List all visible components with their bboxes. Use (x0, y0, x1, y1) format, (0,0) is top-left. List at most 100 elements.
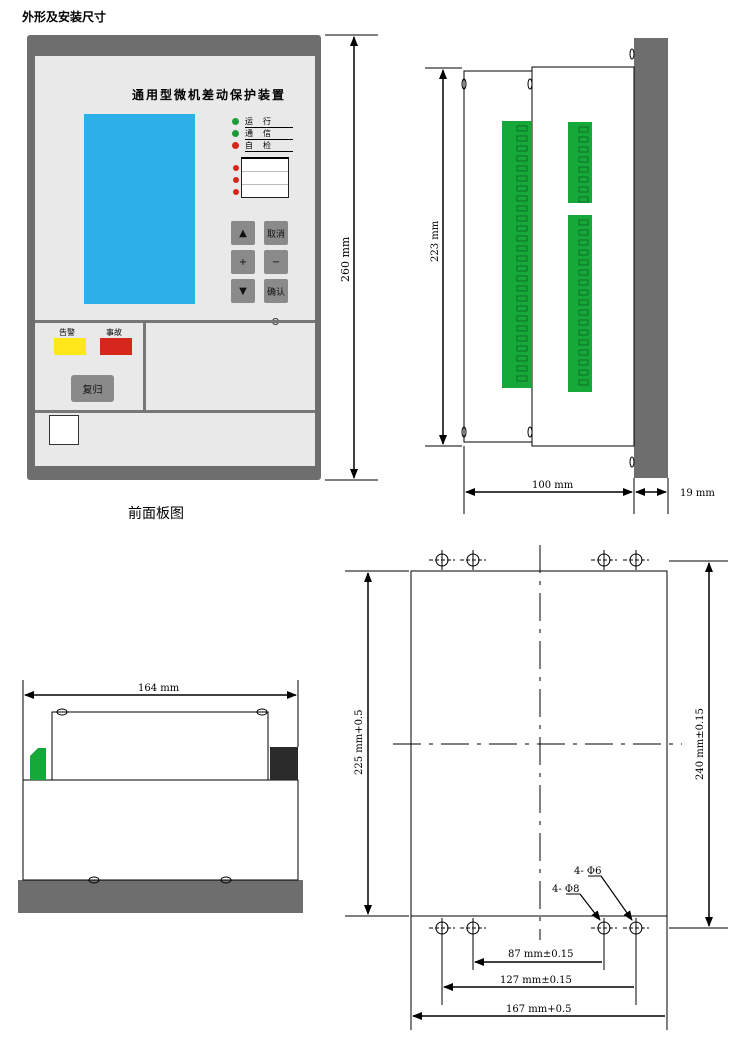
selftest-led-icon (232, 142, 239, 149)
hole6-label: 4- Φ6 (574, 866, 601, 877)
terminal-slot (578, 319, 589, 326)
terminal-slot (578, 309, 589, 316)
plus-key[interactable]: + (231, 250, 255, 274)
terminal-slot (578, 329, 589, 336)
terminal-slot (578, 166, 589, 173)
terminal-slot (578, 299, 589, 306)
terminal-slot (516, 205, 528, 212)
dim-87: 87 mm±0.15 (508, 949, 574, 960)
dim-225: 225 mm+0.5 (354, 709, 365, 775)
terminal-slot (516, 315, 528, 322)
terminal-slot (516, 295, 528, 302)
terminal-slot (516, 285, 528, 292)
alarm-lamp (54, 338, 86, 355)
front-panel-caption: 前面板图 (128, 506, 184, 522)
side-view: 223 mm 100 mm 19 mm (425, 38, 715, 514)
dim-167: 167 mm+0.5 (506, 1004, 572, 1015)
indicator-selftest: 自检 (232, 140, 293, 152)
cancel-key[interactable]: 取消 (264, 221, 288, 245)
terminal-slot (516, 325, 528, 332)
terminal-slot (578, 369, 589, 376)
page-title: 外形及安装尺寸 (22, 10, 107, 24)
terminal-slot (516, 165, 528, 172)
comm-port (49, 415, 79, 445)
terminal-slot (578, 219, 589, 226)
terminal-slot (516, 135, 528, 142)
down-key[interactable]: ▼ (231, 279, 255, 303)
dim-127: 127 mm±0.15 (500, 975, 572, 986)
terminal-slot (516, 235, 528, 242)
terminal-slot (516, 355, 528, 362)
terminal-slot (578, 349, 589, 356)
terminal-slot (516, 305, 528, 312)
side-terminal-block (568, 215, 592, 392)
terminal-slot (516, 245, 528, 252)
fault-label: 事故 (106, 328, 122, 337)
terminal-slot (516, 275, 528, 282)
terminal-slot (516, 375, 528, 382)
terminal-slot (516, 215, 528, 222)
front-height-dimension: 260 mm (325, 34, 378, 481)
comm-led-icon (232, 130, 239, 137)
terminal-slot (578, 176, 589, 183)
panel-divider (35, 320, 315, 323)
terminal-slot (516, 125, 528, 132)
terminal-slots (516, 125, 589, 386)
fault-lamp (100, 338, 132, 355)
panel-divider (143, 320, 146, 412)
terminal-slot (578, 259, 589, 266)
dim-223: 223 mm (430, 220, 441, 262)
minus-key[interactable]: − (264, 250, 288, 274)
terminal-slot (578, 136, 589, 143)
hole8-label: 4- Φ8 (552, 884, 579, 895)
terminal-slot (516, 185, 528, 192)
lcd-screen (84, 114, 195, 304)
side-terminal-block (502, 121, 532, 388)
terminal-slot (578, 279, 589, 286)
aux-indicator-box (241, 157, 289, 198)
terminal-slot (516, 195, 528, 202)
confirm-key[interactable]: 确认 (264, 279, 288, 303)
terminal-slot (516, 225, 528, 232)
terminal-slot (578, 359, 589, 366)
terminal-slot (578, 186, 589, 193)
side-terminal-block (568, 122, 592, 203)
dim-240: 240 mm±0.15 (695, 708, 706, 780)
aux-led-icon (233, 165, 239, 171)
terminal-slot (516, 155, 528, 162)
indicator-run: 运行 (232, 116, 293, 128)
terminal-slot (578, 289, 589, 296)
panel-divider (35, 410, 315, 413)
terminal-slot (578, 249, 589, 256)
device-title: 通用型微机差动保护装置 (132, 88, 287, 102)
terminal-slot (578, 196, 589, 203)
dim-260: 260 mm (339, 236, 352, 282)
dim-164: 164 mm (138, 683, 180, 694)
terminal-slot (516, 265, 528, 272)
aux-led-icon (233, 177, 239, 183)
terminal-slot (516, 145, 528, 152)
terminal-slot (578, 339, 589, 346)
terminal-slot (578, 229, 589, 236)
indicator-comm: 通信 (232, 128, 293, 140)
cutout-view: 225 mm+0.5 240 mm±0.15 4- Φ6 4- Φ8 87 mm… (345, 545, 728, 1030)
terminal-slot (578, 156, 589, 163)
terminal-slot (578, 239, 589, 246)
alarm-label: 告警 (59, 328, 75, 337)
dim-100: 100 mm (532, 480, 574, 491)
terminal-slot (578, 126, 589, 133)
dim-19: 19 mm (680, 488, 715, 499)
up-key[interactable]: ▲ (231, 221, 255, 245)
terminal-slot (516, 345, 528, 352)
mounting-holes (429, 550, 649, 938)
terminal-slot (578, 379, 589, 386)
reset-button[interactable]: 复归 (71, 375, 114, 402)
terminal-slot (516, 335, 528, 342)
terminal-slot (516, 255, 528, 262)
terminal-slot (516, 175, 528, 182)
terminal-slot (578, 269, 589, 276)
run-led-icon (232, 118, 239, 125)
terminal-slot (516, 365, 528, 372)
terminal-slot (578, 146, 589, 153)
